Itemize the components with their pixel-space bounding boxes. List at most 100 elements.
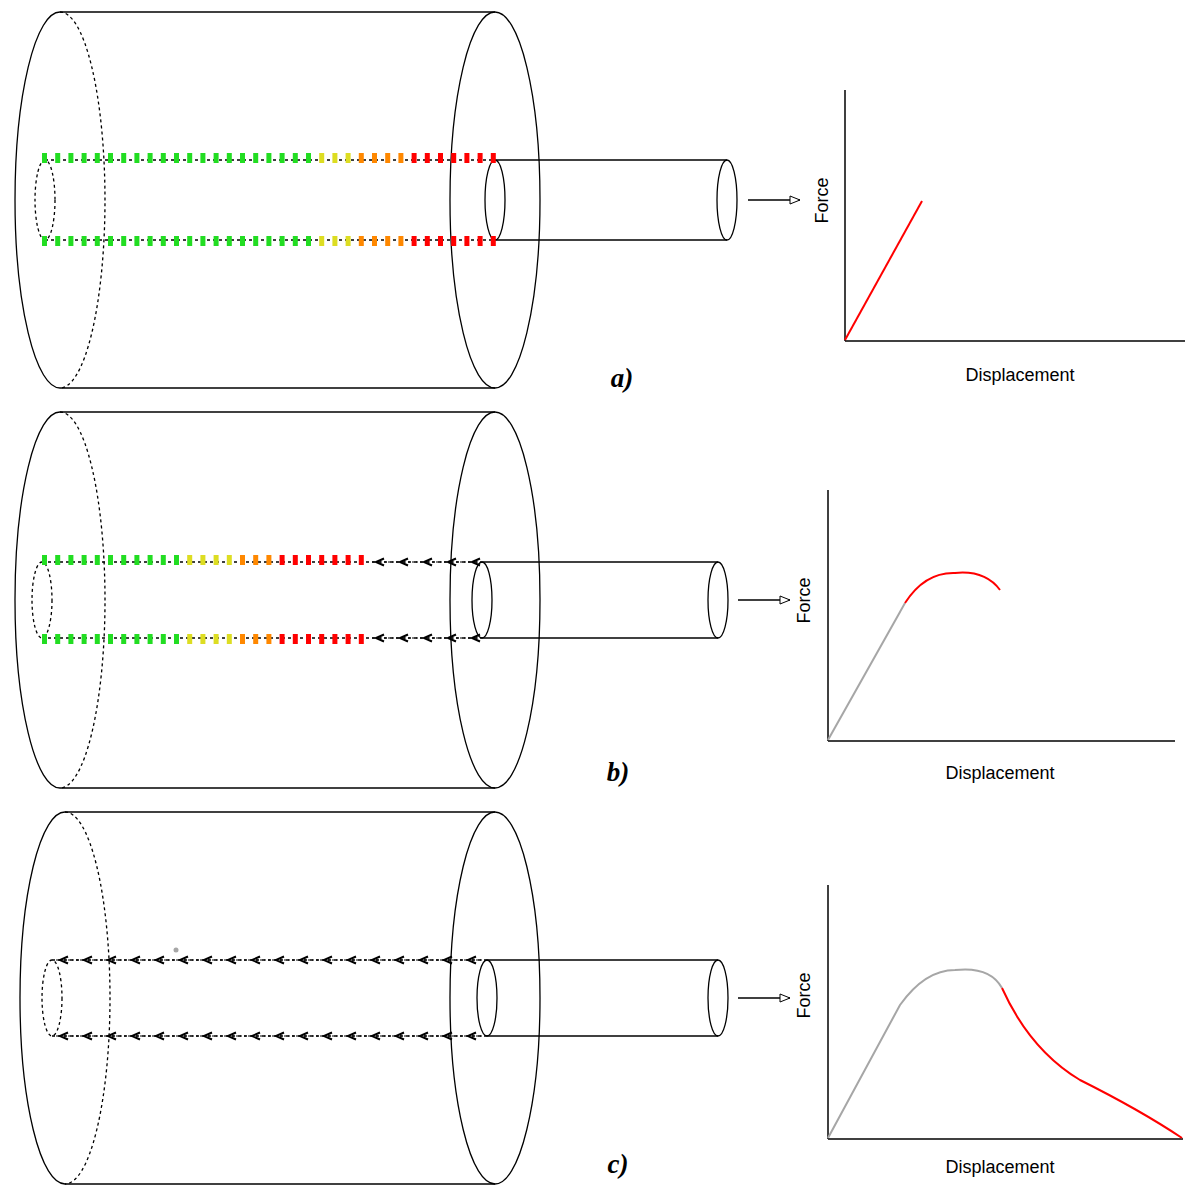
bond-tick xyxy=(42,634,47,644)
bond-tick xyxy=(319,236,324,246)
panel-b-specimen xyxy=(15,412,790,788)
bond-tick xyxy=(68,634,73,644)
bond-tick xyxy=(266,555,271,565)
bond-tick xyxy=(332,236,337,246)
friction-arrow xyxy=(180,957,188,964)
bond-tick xyxy=(253,634,258,644)
bond-tick xyxy=(82,555,87,565)
bond-tick xyxy=(266,153,271,163)
bond-tick xyxy=(200,634,205,644)
bond-tick xyxy=(121,153,126,163)
bond-tick xyxy=(293,555,298,565)
friction-arrow xyxy=(324,1033,332,1040)
bond-tick xyxy=(55,153,60,163)
bond-tick xyxy=(187,236,192,246)
bond-tick xyxy=(95,236,100,246)
bond-tick xyxy=(491,153,496,163)
bond-tick xyxy=(214,153,219,163)
bond-tick xyxy=(108,555,113,565)
bond-tick xyxy=(214,634,219,644)
panel-c-specimen xyxy=(20,812,790,1184)
bond-tick xyxy=(464,153,469,163)
friction-arrow xyxy=(396,1033,404,1040)
friction-arrow xyxy=(252,957,260,964)
bond-tick xyxy=(108,236,113,246)
axis-label: Displacement xyxy=(945,1157,1054,1178)
bond-tick xyxy=(174,236,179,246)
bond-tick xyxy=(451,236,456,246)
bond-tick xyxy=(319,634,324,644)
bond-tick xyxy=(266,236,271,246)
bond-tick xyxy=(42,555,47,565)
bond-tick xyxy=(306,634,311,644)
bond-tick xyxy=(82,634,87,644)
friction-arrow xyxy=(468,957,476,964)
bond-tick xyxy=(134,236,139,246)
bond-tick xyxy=(95,153,100,163)
bond-tick xyxy=(240,153,245,163)
bond-tick xyxy=(214,555,219,565)
bond-tick xyxy=(214,236,219,246)
bond-tick xyxy=(95,634,100,644)
bond-tick xyxy=(82,153,87,163)
bond-tick xyxy=(372,236,377,246)
friction-arrow xyxy=(60,1033,68,1040)
bond-tick xyxy=(161,153,166,163)
bond-tick xyxy=(55,634,60,644)
bond-tick xyxy=(346,634,351,644)
friction-arrow xyxy=(132,957,140,964)
bond-tick xyxy=(227,153,232,163)
bond-tick xyxy=(161,555,166,565)
bond-tick xyxy=(346,236,351,246)
friction-arrow xyxy=(84,1033,92,1040)
bond-tick xyxy=(451,153,456,163)
bond-tick xyxy=(346,555,351,565)
friction-arrow xyxy=(300,1033,308,1040)
friction-arrow xyxy=(444,957,452,964)
friction-arrow xyxy=(300,957,308,964)
bond-tick xyxy=(240,555,245,565)
bond-tick xyxy=(359,236,364,246)
friction-arrow xyxy=(180,1033,188,1040)
bond-tick xyxy=(55,555,60,565)
bond-tick xyxy=(42,153,47,163)
bond-tick xyxy=(200,236,205,246)
bond-tick xyxy=(478,153,483,163)
bond-tick xyxy=(161,236,166,246)
bond-tick xyxy=(332,634,337,644)
friction-arrow xyxy=(228,957,236,964)
bond-tick xyxy=(121,236,126,246)
friction-arrow xyxy=(324,957,332,964)
bond-tick xyxy=(187,555,192,565)
bond-tick xyxy=(108,634,113,644)
friction-arrow xyxy=(420,1033,428,1040)
bond-stress-marks xyxy=(42,153,496,1040)
friction-arrow xyxy=(132,1033,140,1040)
panel-label: c) xyxy=(608,1149,629,1180)
panel-c-graph xyxy=(828,885,1183,1139)
bond-tick xyxy=(464,236,469,246)
bond-tick xyxy=(346,153,351,163)
bond-tick xyxy=(253,555,258,565)
friction-arrow xyxy=(372,957,380,964)
bond-tick xyxy=(438,236,443,246)
bond-tick xyxy=(359,555,364,565)
bond-tick xyxy=(398,153,403,163)
bond-tick xyxy=(385,236,390,246)
bond-tick xyxy=(280,236,285,246)
bond-tick xyxy=(319,153,324,163)
bond-tick xyxy=(491,236,496,246)
bond-tick xyxy=(280,555,285,565)
friction-arrow xyxy=(400,635,408,642)
bond-tick xyxy=(68,555,73,565)
bond-tick xyxy=(227,634,232,644)
bond-tick xyxy=(134,555,139,565)
bond-tick xyxy=(187,634,192,644)
bond-tick xyxy=(359,634,364,644)
friction-arrow xyxy=(444,1033,452,1040)
bond-tick xyxy=(412,236,417,246)
axis-label: Displacement xyxy=(965,365,1074,386)
bond-tick xyxy=(200,555,205,565)
bond-tick xyxy=(55,236,60,246)
